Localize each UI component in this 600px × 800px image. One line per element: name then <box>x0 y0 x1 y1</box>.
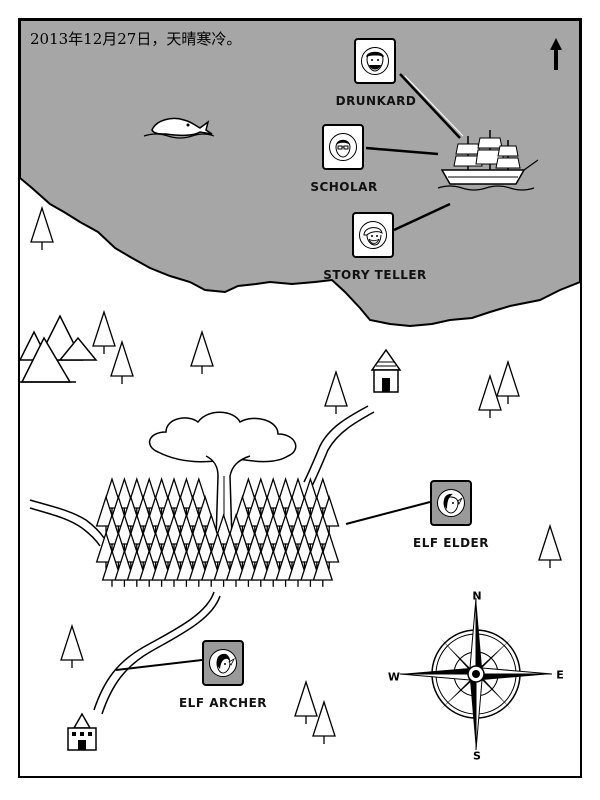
elf-elder-portrait-icon <box>437 489 465 517</box>
scattered-trees <box>30 205 562 744</box>
elf-archer-portrait-icon <box>209 649 237 677</box>
pine-tree-icon <box>275 548 296 587</box>
forest <box>95 476 340 587</box>
drunkard-portrait-icon <box>361 47 389 75</box>
pine-tree-icon <box>163 548 185 587</box>
npc-elf-elder-label: ELF ELDER <box>413 536 489 550</box>
story-teller-portrait-icon <box>359 221 387 249</box>
map-canvas <box>20 20 580 751</box>
npc-elf-elder-card[interactable] <box>430 480 472 526</box>
sea-region <box>20 20 580 328</box>
npc-scholar-label: SCHOLAR <box>310 180 378 194</box>
river-west <box>29 499 105 539</box>
pine-tree-icon <box>238 548 259 587</box>
pine-tree-icon <box>200 548 222 587</box>
pine-tree-icon <box>30 205 54 250</box>
hut-icon <box>370 348 402 393</box>
pine-tree-icon <box>294 679 318 724</box>
mountains-icon <box>20 314 98 383</box>
pine-tree-icon <box>60 623 84 668</box>
pine-tree-icon <box>138 548 160 587</box>
pine-tree-icon <box>188 548 210 587</box>
compass-rose-icon <box>399 597 553 751</box>
pine-tree-icon <box>478 373 502 418</box>
pine-tree-icon <box>190 329 214 374</box>
pine-tree-icon <box>312 548 334 587</box>
scholar-portrait-icon <box>329 133 357 161</box>
river-south <box>93 591 215 711</box>
pine-tree-icon <box>324 369 348 414</box>
compass-north-label: N <box>472 589 482 603</box>
pine-tree-icon <box>225 548 247 587</box>
pine-tree-icon <box>110 339 134 384</box>
compass-south-label: S <box>473 749 481 763</box>
npc-scholar-card[interactable] <box>322 124 364 170</box>
pine-tree-icon <box>287 548 309 587</box>
npc-drunkard-label: DRUNKARD <box>335 94 417 108</box>
pine-tree-icon <box>312 699 336 744</box>
pine-tree-icon <box>496 359 520 404</box>
river-east <box>303 405 369 483</box>
pine-tree-icon <box>92 309 116 354</box>
pine-tree-icon <box>101 548 123 587</box>
pine-tree-icon <box>151 548 172 587</box>
pine-tree-icon <box>300 548 321 587</box>
up-arrow-icon[interactable] <box>544 34 568 74</box>
sailing-ship-icon <box>437 130 539 191</box>
date-weather-text: 2013年12月27日，天晴寒冷。 <box>30 30 242 48</box>
great-tree-icon <box>148 411 297 541</box>
whale-icon <box>143 117 215 139</box>
pine-tree-icon <box>213 548 234 587</box>
pine-tree-icon <box>114 548 135 587</box>
npc-story-teller-card[interactable] <box>352 212 394 258</box>
pine-tree-icon <box>176 548 197 587</box>
pine-tree-icon <box>262 548 284 587</box>
pine-tree-icon <box>126 548 148 587</box>
pine-tree-icon <box>250 548 272 587</box>
pine-tree-icon <box>538 523 562 568</box>
compass-west-label: W <box>387 670 401 684</box>
compass-east-label: E <box>556 668 564 682</box>
npc-elf-archer-label: ELF ARCHER <box>178 696 268 710</box>
game-map[interactable]: 2013年12月27日，天晴寒冷。 DRUNKARD SCHOLAR STORY… <box>18 18 582 778</box>
npc-elf-archer-card[interactable] <box>202 640 244 686</box>
village-icon <box>67 712 97 751</box>
npc-drunkard-card[interactable] <box>354 38 396 84</box>
npc-story-teller-label: STORY TELLER <box>323 268 427 282</box>
